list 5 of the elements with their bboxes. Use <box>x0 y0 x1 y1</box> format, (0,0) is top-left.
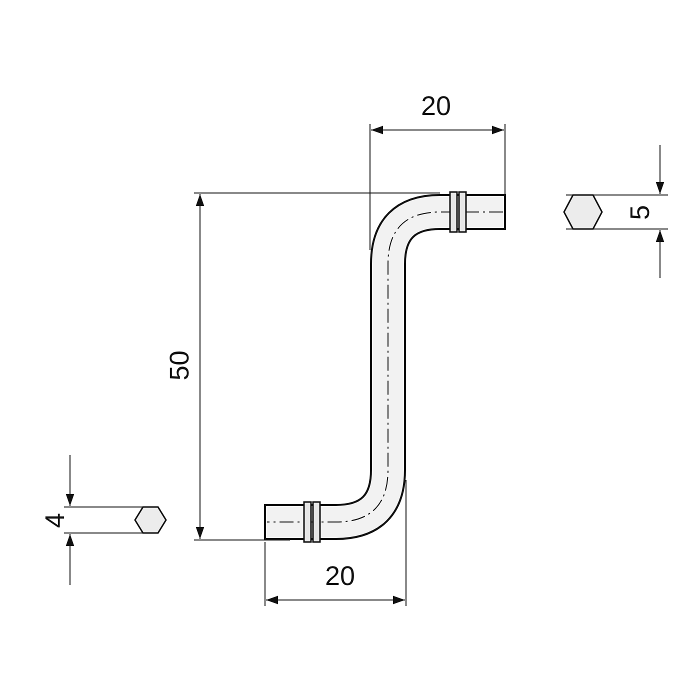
dimension-label: 20 <box>421 92 452 120</box>
dimension-label: 4 <box>42 512 69 528</box>
dimension-label: 20 <box>325 562 356 590</box>
dimension-label: 5 <box>626 204 654 220</box>
dimension-label: 50 <box>166 350 194 380</box>
